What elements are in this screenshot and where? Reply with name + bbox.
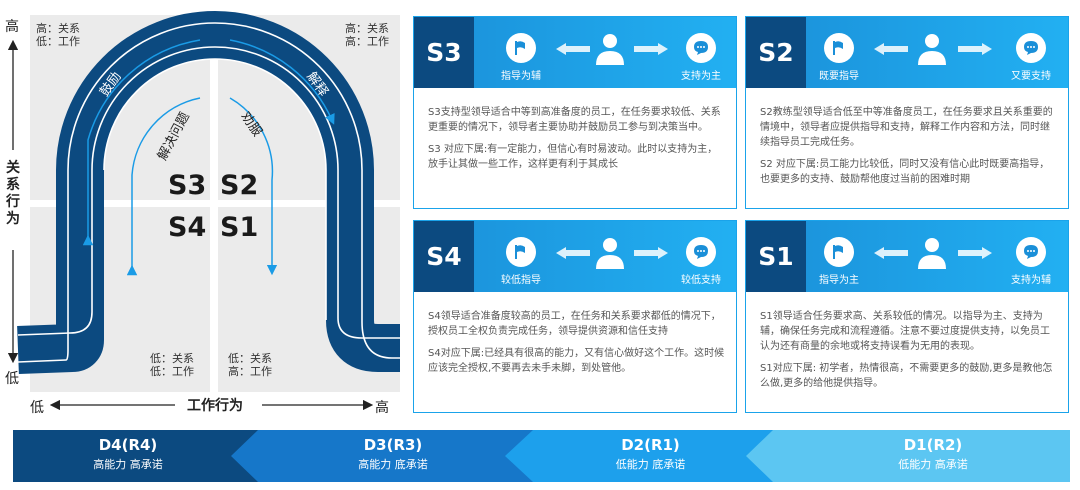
band-segment-d3: D3(R3) 高能力 底承诺 bbox=[263, 430, 523, 482]
track-lane-outer bbox=[17, 46, 400, 339]
chat-icon bbox=[1016, 237, 1046, 267]
band-seg-1-shape bbox=[13, 430, 258, 482]
card-s1-code: S1 bbox=[746, 221, 806, 292]
card-s3-code: S3 bbox=[414, 17, 474, 88]
quadrant-bottom-left-label: 低：关系 低：工作 bbox=[150, 352, 194, 378]
card-s2-left-caption: 既要指导 bbox=[819, 71, 859, 82]
card-s3-left-caption: 指导为辅 bbox=[501, 71, 541, 82]
flag-icon bbox=[506, 33, 536, 63]
card-s4-body: S4领导适合准备度较高的员工，在任务和关系要求都低的情况下，授权员工全权负责完成… bbox=[428, 309, 726, 376]
card-s3-right-caption: 支持为主 bbox=[681, 71, 721, 82]
card-s1-para1: S1领导适合任务要求高、关系较低的情况。以指导为主、支持为辅，确保任务完成和流程… bbox=[760, 311, 1050, 352]
development-level-band: D4(R4) 高能力 高承诺 D3(R3) 高能力 底承诺 D2(R1) 低能力… bbox=[13, 430, 1070, 482]
card-s3-para2: S3 对应下属:有一定能力，但信心有时易波动。此时以支持为主，放手让其做一些工作… bbox=[428, 144, 718, 170]
card-s3-para1: S3支持型领导适合中等到高准备度的员工，在任务要求较低、关系更重要的情况下，领导… bbox=[428, 107, 721, 133]
style-s2-label: S2 bbox=[220, 170, 259, 201]
band-segment-d2: D2(R1) 低能力 底承诺 bbox=[528, 430, 773, 482]
track-lane-edge bbox=[17, 22, 400, 363]
band-chevrons bbox=[13, 430, 1070, 482]
band-segment-d4: D4(R4) 高能力 高承诺 bbox=[13, 430, 243, 482]
chat-icon bbox=[1016, 33, 1046, 63]
chat-icon bbox=[686, 33, 716, 63]
card-s4-left-caption: 较低指导 bbox=[501, 275, 541, 286]
card-s1-header: S1 指导为主 支持为辅 bbox=[746, 221, 1068, 292]
arrow-right-icon bbox=[958, 43, 992, 55]
card-s4-right-caption: 较低支持 bbox=[681, 275, 721, 286]
band-d2-sub: 低能力 底承诺 bbox=[615, 458, 686, 471]
card-s1-right-caption: 支持为辅 bbox=[1011, 275, 1051, 286]
flag-icon bbox=[506, 237, 536, 267]
arrow-left-icon bbox=[556, 43, 590, 55]
band-d1-sub: 低能力 高承诺 bbox=[898, 458, 968, 471]
quadrant-bottom-left-line1: 低：关系 bbox=[150, 352, 194, 365]
quadrant-top-left-line1: 高：关系 bbox=[36, 22, 80, 35]
flag-icon bbox=[824, 237, 854, 267]
band-d4-title: D4(R4) bbox=[98, 436, 158, 454]
arrow-left-icon bbox=[874, 43, 908, 55]
card-s4: S4 较低指导 较低支持 S4领导适合准备度较高的员工，在任务和关系要求都低的情… bbox=[413, 220, 737, 413]
leadership-track-diagram bbox=[7, 11, 402, 411]
arrow-inner-left bbox=[126, 97, 201, 276]
card-s4-code: S4 bbox=[414, 221, 474, 292]
band-d2-title: D2(R1) bbox=[621, 436, 680, 454]
style-s1-label: S1 bbox=[220, 212, 259, 243]
quadrant-top-right-line1: 高：关系 bbox=[345, 22, 389, 35]
style-s3-label: S3 bbox=[168, 170, 207, 201]
flag-icon bbox=[824, 33, 854, 63]
arrow-right-icon bbox=[958, 247, 992, 259]
y-axis-low: 低 bbox=[5, 371, 19, 387]
person-icon bbox=[918, 34, 946, 65]
quadrant-top-left-label: 高：关系 低：工作 bbox=[36, 22, 80, 48]
person-icon bbox=[596, 238, 624, 269]
card-s1-body: S1领导适合任务要求高、关系较低的情况。以指导为主、支持为辅，确保任务完成和流程… bbox=[760, 309, 1058, 391]
y-axis-label: 关系行为 bbox=[6, 160, 20, 227]
x-axis-high: 高 bbox=[375, 400, 389, 416]
person-icon bbox=[596, 34, 624, 65]
arrow-left-icon bbox=[874, 247, 908, 259]
person-icon bbox=[918, 238, 946, 269]
x-axis-low: 低 bbox=[30, 400, 44, 416]
track-lane-inner bbox=[103, 58, 327, 320]
quadrant-bottom-right-line1: 低：关系 bbox=[228, 352, 272, 365]
card-s3: S3 指导为辅 支持为主 S3支持型领导适合中等到高准备度的员工，在任务要求较低… bbox=[413, 16, 737, 209]
card-s4-para2: S4对应下属:已经具有很高的能力，又有信心做好这个工作。这时候应该完全授权,不要… bbox=[428, 348, 725, 374]
band-segment-d1: D1(R2) 低能力 高承诺 bbox=[813, 430, 1053, 482]
card-s2-right-caption: 又要支持 bbox=[1011, 71, 1051, 82]
card-s2-para1: S2教练型领导适合低至中等准备度员工，在任务要求且关系重要的情境中，领导者应提供… bbox=[760, 107, 1053, 148]
quadrant-bottom-right-line2: 高：工作 bbox=[228, 365, 272, 378]
quadrant-top-right-line2: 高：工作 bbox=[345, 35, 389, 48]
arrow-right-icon bbox=[634, 43, 668, 55]
card-s2-code: S2 bbox=[746, 17, 806, 88]
band-d4-sub: 高能力 高承诺 bbox=[93, 458, 163, 471]
arrow-right-icon bbox=[634, 247, 668, 259]
card-s1-para2: S1对应下属: 初学者，热情很高，不需要更多的鼓励,更多是教他怎么做,更多的给他… bbox=[760, 363, 1053, 389]
card-s4-para1: S4领导适合准备度较高的员工，在任务和关系要求都低的情况下，授权员工全权负责完成… bbox=[428, 311, 721, 337]
card-s2: S2 既要指导 又要支持 S2教练型领导适合低至中等准备度员工，在任务要求且关系… bbox=[745, 16, 1069, 209]
arrow-inner-right bbox=[229, 97, 278, 276]
card-s2-para2: S2 对应下属:员工能力比较低，同时又没有信心此时既要高指导，也要更多的支持、鼓… bbox=[760, 159, 1050, 185]
card-s1-left-caption: 指导为主 bbox=[819, 275, 859, 286]
y-axis-high: 高 bbox=[5, 19, 19, 35]
card-s1: S1 指导为主 支持为辅 S1领导适合任务要求高、关系较低的情况。以指导为主、支… bbox=[745, 220, 1069, 413]
situational-leadership-matrix: 高 低 关系行为 低 工作行为 高 bbox=[0, 0, 410, 420]
card-s3-body: S3支持型领导适合中等到高准备度的员工，在任务要求较低、关系更重要的情况下，领导… bbox=[428, 105, 726, 172]
band-d3-sub: 高能力 底承诺 bbox=[358, 458, 428, 471]
card-s2-body: S2教练型领导适合低至中等准备度员工，在任务要求且关系重要的情境中，领导者应提供… bbox=[760, 105, 1058, 187]
x-axis-label: 工作行为 bbox=[187, 398, 243, 414]
band-d3-title: D3(R3) bbox=[363, 436, 423, 454]
track-road bbox=[17, 11, 402, 374]
chat-icon bbox=[686, 237, 716, 267]
band-d1-title: D1(R2) bbox=[903, 436, 963, 454]
arrow-outer-right bbox=[229, 39, 335, 125]
arrow-outer-left bbox=[82, 39, 201, 246]
quadrant-bottom-right-label: 低：关系 高：工作 bbox=[228, 352, 272, 378]
card-s2-header: S2 既要指导 又要支持 bbox=[746, 17, 1068, 88]
quadrant-top-left-line2: 低：工作 bbox=[36, 35, 80, 48]
card-s4-header: S4 较低指导 较低支持 bbox=[414, 221, 736, 292]
quadrant-top-right-label: 高：关系 高：工作 bbox=[345, 22, 389, 48]
card-s3-header: S3 指导为辅 支持为主 bbox=[414, 17, 736, 88]
style-s4-label: S4 bbox=[168, 212, 207, 243]
quadrant-bottom-left-line2: 低：工作 bbox=[150, 365, 194, 378]
arrow-left-icon bbox=[556, 247, 590, 259]
